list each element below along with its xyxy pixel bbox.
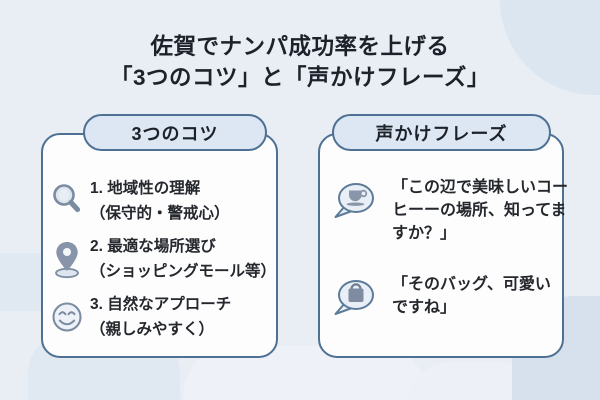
phrase-text: 「この辺で美味しいコー ヒーーの場所、知ってま すか？」 [392, 176, 568, 245]
map-pin-icon [50, 238, 84, 280]
list-item: 「そのバッグ、可愛い ですね」 [330, 273, 556, 320]
tips-card-header-label: 3つのコツ [131, 123, 219, 144]
phrase-line: 「この辺で美味しいコー [392, 179, 569, 196]
tip-line1: 1. 地域性の理解 [90, 180, 201, 197]
phrases-card-header-label: 声かけフレーズ [375, 123, 508, 144]
tip-text: 3. 自然なアプローチ （親しみやすく） [90, 292, 231, 342]
tip-text: 2. 最適な場所選び （ショッピングモール等） [90, 234, 276, 284]
magnifier-icon [50, 181, 84, 221]
page-title-line2: 「3つのコツ」と「声かけフレーズ」 [110, 65, 490, 90]
tip-line1: 3. 自然なアプローチ [90, 296, 232, 313]
tip-line2: （ショッピングモール等） [90, 263, 277, 280]
tip-line2: （保守的・警戒心） [90, 205, 230, 222]
phrase-line: すか？」 [392, 225, 457, 242]
tip-line1: 2. 最適な場所選び [90, 238, 216, 255]
phrase-line: 「そのバッグ、可愛い [392, 276, 551, 293]
page-title-line1: 佐賀でナンパ成功率を上げる [150, 34, 450, 59]
tips-card: 1. 地域性の理解 （保守的・警戒心） 2. 最適な場所選び （ショッピングモー… [41, 133, 278, 358]
decor-blob-bottom-center-right [408, 362, 538, 400]
tips-list: 1. 地域性の理解 （保守的・警戒心） 2. 最適な場所選び （ショッピングモー… [50, 176, 276, 342]
smiley-icon [50, 299, 84, 335]
list-item: 2. 最適な場所選び （ショッピングモール等） [50, 234, 276, 284]
list-item: 「この辺で美味しいコー ヒーーの場所、知ってま すか？」 [330, 176, 568, 245]
phrase-line: ですね」 [392, 299, 457, 316]
tips-card-header: 3つのコツ [83, 114, 267, 151]
tip-text: 1. 地域性の理解 （保守的・警戒心） [90, 176, 230, 226]
phrase-line: ヒーーの場所、知ってま [392, 202, 567, 219]
phrases-card: 「この辺で美味しいコー ヒーーの場所、知ってま すか？」 「そのバッグ、可愛い [318, 133, 568, 358]
phrases-card-header: 声かけフレーズ [332, 114, 551, 151]
phrase-text: 「そのバッグ、可愛い ですね」 [392, 273, 551, 319]
speech-bubble-coffee-icon [330, 179, 378, 223]
page-title: 佐賀でナンパ成功率を上げる 「3つのコツ」と「声かけフレーズ」 [0, 31, 600, 93]
phrases-list: 「この辺で美味しいコー ヒーーの場所、知ってま すか？」 「そのバッグ、可愛い [330, 176, 568, 320]
list-item: 3. 自然なアプローチ （親しみやすく） [50, 292, 270, 342]
list-item: 1. 地域性の理解 （保守的・警戒心） [50, 176, 270, 226]
speech-bubble-bag-icon [330, 276, 378, 320]
tip-line2: （親しみやすく） [90, 321, 215, 338]
